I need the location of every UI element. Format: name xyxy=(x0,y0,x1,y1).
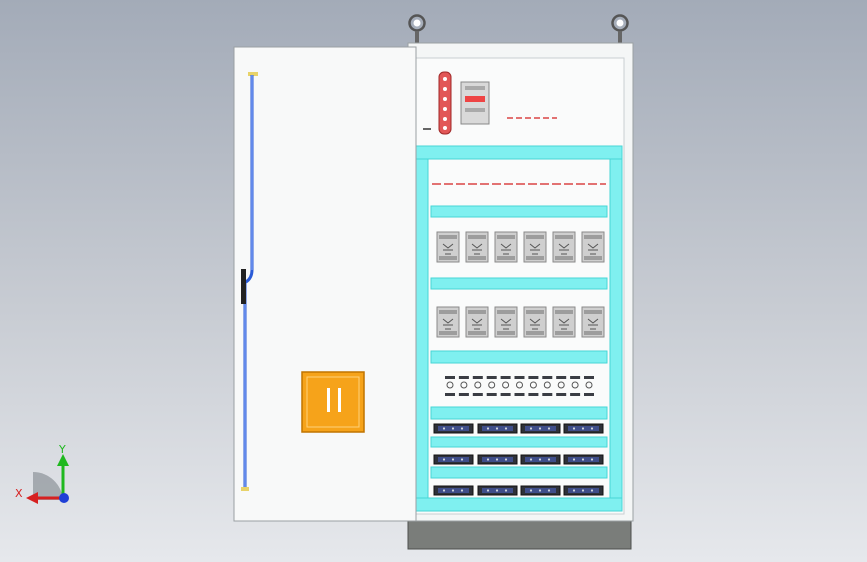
connector-rows xyxy=(433,423,604,496)
door-locking-rod xyxy=(241,72,258,491)
x-arrow-icon xyxy=(26,492,38,504)
terminal-block xyxy=(445,376,455,396)
terminal-block xyxy=(514,376,525,396)
connector-block xyxy=(563,423,604,434)
busbar-vertical xyxy=(438,71,452,135)
terminal-block xyxy=(584,376,594,396)
connector-block xyxy=(520,423,561,434)
z-axis-dot-icon xyxy=(59,493,69,503)
cabinet-base-plinth xyxy=(407,516,632,550)
circuit-breaker-module xyxy=(436,306,460,338)
connector-block xyxy=(520,454,561,465)
connector-block xyxy=(520,485,561,496)
circuit-breaker-module xyxy=(494,231,518,263)
din-rail-2 xyxy=(430,277,608,290)
lifting-eye-left xyxy=(408,14,426,43)
connector-block xyxy=(433,485,474,496)
ground-bar xyxy=(423,128,431,130)
din-rail-1 xyxy=(430,205,608,218)
x-axis-label: X xyxy=(15,487,23,500)
circuit-breaker-module xyxy=(523,306,547,338)
connector-block xyxy=(433,454,474,465)
din-rail-5 xyxy=(430,436,608,448)
module-row-2 xyxy=(436,306,605,338)
circuit-breaker-module xyxy=(581,231,605,263)
terminal-block xyxy=(472,376,483,396)
connector-block xyxy=(433,423,474,434)
circuit-breaker-module xyxy=(523,231,547,263)
main-breaker xyxy=(460,81,490,125)
terminal-block xyxy=(486,376,497,396)
circuit-breaker-module xyxy=(552,306,576,338)
connector-block xyxy=(477,485,518,496)
y-axis-label: Y xyxy=(58,443,66,456)
terminal-block xyxy=(528,376,539,396)
din-rail-top-horizontal xyxy=(415,145,623,160)
connector-block xyxy=(477,454,518,465)
terminal-block-row xyxy=(445,376,594,396)
cabinet-door[interactable] xyxy=(233,46,417,522)
door-handle[interactable] xyxy=(301,371,365,433)
din-rail-4 xyxy=(430,406,608,420)
terminal-block xyxy=(556,376,567,396)
terminal-block xyxy=(570,376,581,396)
module-row-1 xyxy=(436,231,605,263)
connector-block xyxy=(563,454,604,465)
circuit-breaker-module xyxy=(581,306,605,338)
y-arrow-icon xyxy=(57,454,69,466)
connector-block xyxy=(477,423,518,434)
connector-block xyxy=(563,485,604,496)
axis-triad: Y X xyxy=(15,443,69,504)
din-rails xyxy=(415,145,623,512)
circuit-breaker-module xyxy=(465,231,489,263)
circuit-breaker-module xyxy=(552,231,576,263)
din-rail-3 xyxy=(430,350,608,364)
din-rail-bottom-horizontal xyxy=(415,497,623,512)
terminal-block xyxy=(500,376,511,396)
circuit-breaker-module xyxy=(436,231,460,263)
terminal-block xyxy=(458,376,469,396)
din-rail-left-vertical xyxy=(415,158,429,499)
din-rail-right-vertical xyxy=(609,158,623,499)
circuit-breaker-module xyxy=(494,306,518,338)
terminal-block xyxy=(542,376,553,396)
lifting-eye-right xyxy=(611,14,629,43)
circuit-breaker-module xyxy=(465,306,489,338)
din-rail-6 xyxy=(430,466,608,479)
